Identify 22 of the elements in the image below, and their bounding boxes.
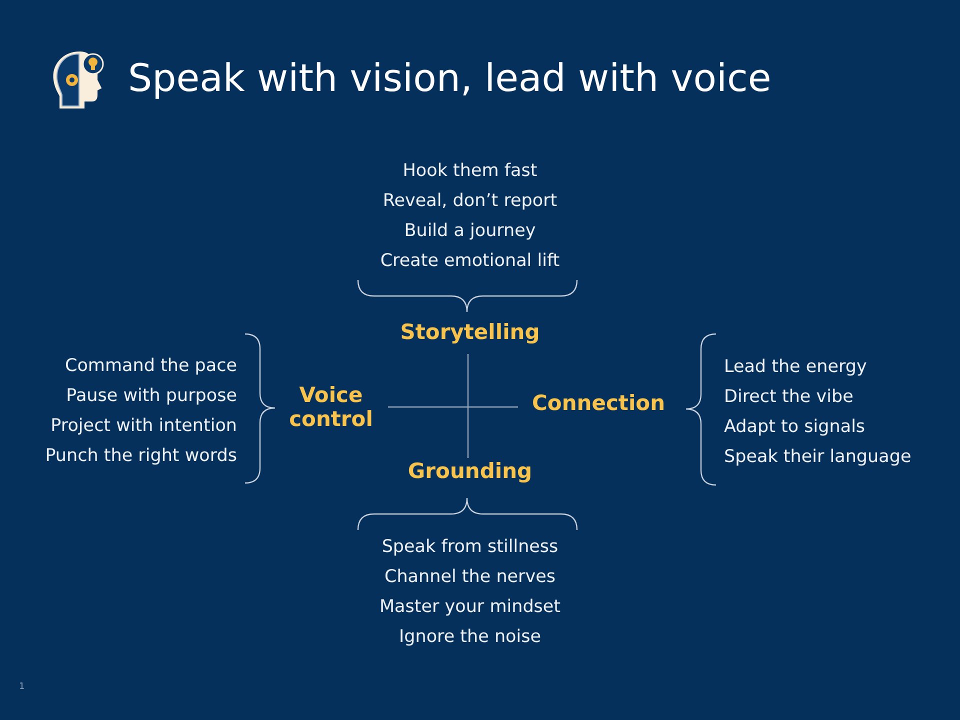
list-item: Hook them fast [402,160,538,183]
page-number: 1 [19,682,25,692]
list-item: Pause with purpose [66,385,237,408]
list-item: Speak from stillness [382,536,558,559]
category-heading: Storytelling [400,320,540,344]
category-heading: Connection [532,391,666,415]
category-heading: Grounding [408,459,532,483]
list-item: Channel the nerves [384,566,556,589]
list-item: Project with intention [50,415,237,438]
slide-title: Speak with vision, lead with voice [128,56,772,100]
list-item: Lead the energy [724,356,867,379]
list-item: Speak their language [724,446,912,469]
list-item: Build a journey [404,220,536,243]
list-item: Punch the right words [45,445,237,468]
list-item: Command the pace [64,355,237,378]
list-item: Ignore the noise [398,626,542,649]
list-item: Reveal, don’t report [382,190,558,213]
list-item: Master your mindset [379,596,561,619]
category-heading: Voice control [289,383,373,431]
list-item: Adapt to signals [724,416,866,439]
list-item: Direct the vibe [724,386,854,409]
list-item: Create emotional lift [380,250,560,273]
